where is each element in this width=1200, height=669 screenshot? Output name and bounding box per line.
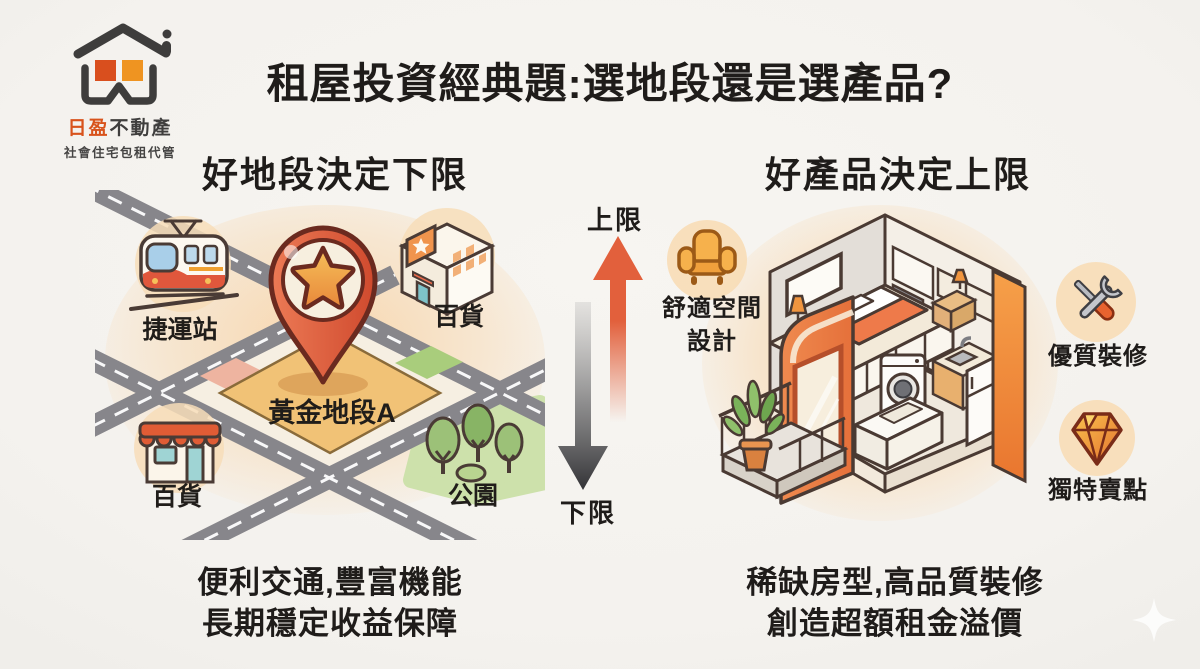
park-icon [425, 403, 524, 483]
department-store-icon [398, 208, 496, 317]
poi-label-mrt: 捷運站 [142, 316, 217, 344]
bathtub [853, 396, 944, 471]
logo-brand-text: 日盈不動產 [42, 113, 198, 140]
diamond-icon [1059, 400, 1135, 476]
right-caption-line2: 創造超額租金溢價 [767, 606, 1023, 641]
upper-limit-label: 上限 [586, 205, 643, 235]
lower-limit-arrow [558, 302, 608, 490]
storefront-icon [134, 403, 224, 493]
poi-label-dept-bl: 百貨 [152, 482, 202, 511]
golden-block-label: 黃金地段A [268, 397, 396, 428]
limit-axis [558, 236, 643, 490]
fridge [965, 354, 997, 448]
house-logo-icon [73, 23, 172, 105]
feature-usp-label: 獨特賣點 [1048, 477, 1148, 504]
armchair-icon [667, 220, 747, 300]
logo-subtitle: 社會住宅包租代管 [63, 146, 176, 160]
feature-comfort-line2: 設計 [687, 328, 737, 355]
feature-renovation-label: 優質裝修 [1048, 343, 1148, 370]
wrench [1079, 275, 1123, 319]
right-caption: 稀缺房型,高品質裝修 創造超額租金溢價 [695, 562, 1095, 644]
upper-limit-arrow [593, 236, 643, 422]
feature-comfort-line1: 舒適空間 [662, 295, 762, 322]
logo-brand-primary: 日盈 [67, 118, 110, 139]
nightstand [930, 268, 978, 334]
right-heading: 好產品決定上限 [764, 154, 1031, 195]
plant-icon [722, 379, 785, 472]
right-caption-line1: 稀缺房型,高品質裝修 [746, 565, 1044, 600]
lower-limit-label: 下限 [559, 498, 616, 528]
left-caption-line1: 便利交通,豐富機能 [197, 565, 463, 600]
apartment-illustration [702, 205, 1058, 521]
left-caption-line2: 長期穩定收益保障 [202, 606, 458, 641]
green-block [395, 346, 463, 379]
logo: 日盈不動產 社會住宅包租代管 [42, 22, 198, 161]
left-caption: 便利交通,豐富機能 長期穩定收益保障 [130, 562, 530, 644]
logo-brand-secondary: 不動產 [109, 118, 173, 139]
golden-block [217, 331, 443, 455]
left-heading: 好地段決定下限 [201, 154, 468, 195]
page-title: 租屋投資經典題:選地段還是選產品? [266, 60, 954, 107]
orange-pillar [991, 268, 1027, 484]
sparkle-icon [1132, 598, 1176, 642]
poi-label-dept-tr: 百貨 [434, 302, 484, 331]
feature-comfort-label: 舒適空間 設計 [637, 292, 787, 358]
location-map-illustration: 黃金地段A 捷運站 [95, 190, 545, 540]
poi-label-park: 公園 [448, 482, 498, 510]
tools-icon [1056, 262, 1136, 342]
pink-block [200, 358, 266, 391]
train-icon [129, 216, 239, 312]
map-pin-icon [268, 225, 378, 385]
